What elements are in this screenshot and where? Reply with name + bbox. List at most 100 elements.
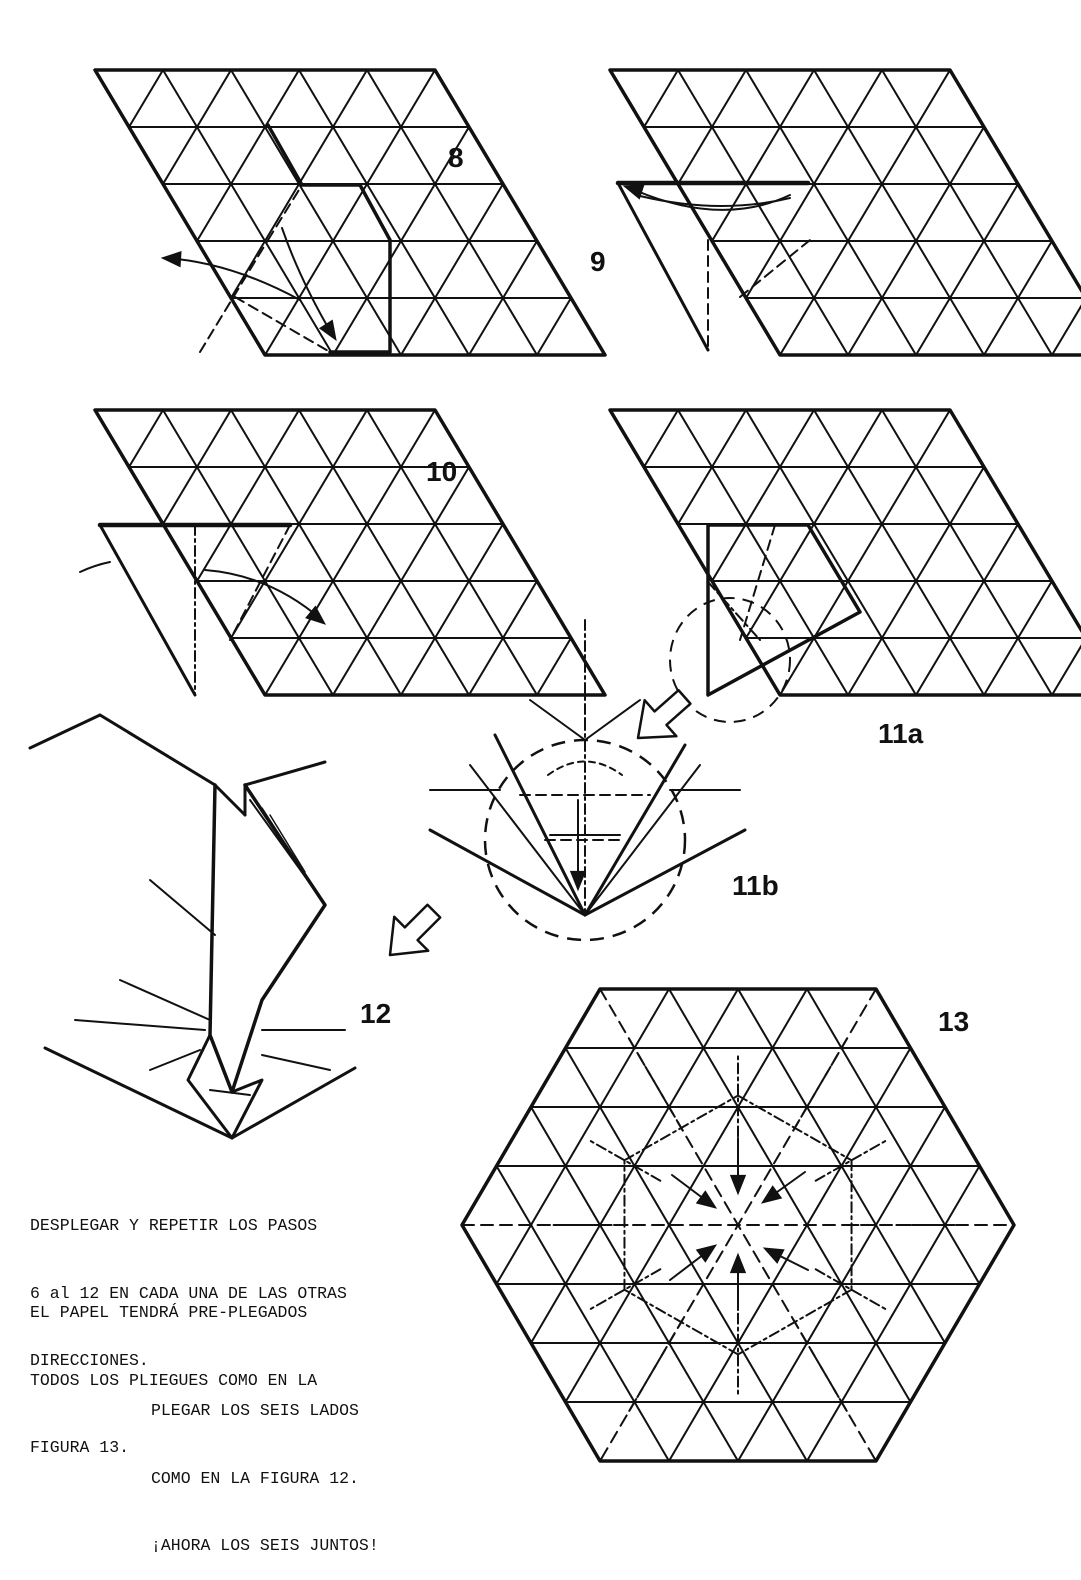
grid-line — [779, 409, 951, 696]
arrow-head — [729, 1252, 747, 1274]
grid-line — [264, 69, 436, 356]
grid-line — [745, 409, 883, 639]
grid-line — [711, 409, 815, 582]
valley-fold — [792, 1035, 850, 1132]
grid-line — [495, 988, 670, 1285]
arrow-head — [305, 605, 327, 625]
grid-line — [366, 69, 538, 356]
arrow-head — [762, 1247, 785, 1264]
grid-line — [745, 69, 917, 356]
grid-line — [196, 69, 300, 242]
grid-line — [536, 297, 572, 356]
grid-line — [264, 409, 436, 696]
grid-line — [468, 580, 538, 696]
crease-line — [149, 1049, 201, 1071]
valley-fold — [234, 296, 331, 353]
instruction-line: FIGURA 13. — [30, 1438, 130, 1457]
grid-line — [813, 409, 985, 696]
instruction-line: PLEGAR LOS SEIS LADOS — [151, 1401, 359, 1420]
paper-edge — [43, 1046, 234, 1140]
grid-line — [162, 69, 232, 185]
paper-edge — [583, 743, 687, 917]
diagram-step-8 — [93, 68, 607, 357]
grid-line — [230, 69, 368, 299]
grid-line — [564, 1047, 808, 1462]
folded-column — [208, 783, 327, 1094]
mountain-fold — [707, 581, 761, 641]
crease-line — [269, 814, 306, 873]
grid-line — [230, 69, 402, 356]
origami-diagram — [28, 68, 1081, 1463]
grid-line — [162, 409, 232, 525]
diagram-step-9 — [608, 68, 1081, 357]
step-label-11a: 11a — [878, 718, 924, 749]
grid-line — [668, 1047, 912, 1462]
instruction-line: COMO EN LA FIGURA 12. — [151, 1468, 359, 1488]
paper-edge — [493, 733, 587, 917]
mountain-fold — [623, 1288, 739, 1356]
grid-line — [668, 988, 912, 1403]
arrow-head — [622, 184, 645, 200]
instruction-repeat: DESPLEGAR Y REPETIR LOS PASOS 6 al 12 EN… — [30, 1170, 347, 1395]
grid-line — [400, 183, 504, 356]
grid-line — [779, 69, 951, 356]
paper-edge — [583, 828, 747, 917]
diagram-step-11a — [608, 408, 1081, 740]
grid-line — [915, 523, 1019, 696]
fold-arrow — [204, 569, 323, 621]
arrow-head — [160, 251, 182, 268]
crease-line — [261, 807, 313, 886]
folded-edge — [98, 523, 197, 697]
grid-line — [643, 409, 679, 468]
grid-line — [677, 69, 849, 356]
crease-line — [209, 1089, 251, 1096]
fold-arrow — [547, 760, 623, 776]
instruction-line: DIRECCIONES. — [30, 1351, 149, 1370]
diagram-step-10 — [79, 408, 607, 697]
fold-arrow — [79, 561, 111, 573]
instruction-precreased: EL PAPEL TENDRÁ PRE-PLEGADOS TODOS LOS P… — [30, 1257, 317, 1482]
paper-edge — [213, 783, 247, 817]
mountain-fold — [737, 1288, 853, 1356]
grid-line — [915, 183, 1019, 356]
arrow-head — [569, 870, 587, 892]
step-label-10: 10 — [426, 456, 458, 487]
valley-fold — [739, 524, 776, 641]
grid-line — [1051, 644, 1081, 696]
grid-line — [468, 240, 538, 356]
crease-line — [249, 799, 323, 901]
diagram-step-11b — [428, 619, 747, 942]
instruction-fold-six: PLEGAR LOS SEIS LADOS COMO EN LA FIGURA … — [151, 1355, 379, 1580]
instruction-line: TODOS LOS PLIEGUES COMO EN LA — [30, 1370, 318, 1390]
grid-line — [1051, 304, 1081, 356]
grid-line — [298, 409, 470, 696]
crease-line — [74, 1019, 206, 1031]
paper-edge — [28, 713, 102, 750]
crease-line — [149, 879, 216, 936]
folded-flap-edge — [266, 123, 392, 354]
grid-line — [983, 240, 1053, 356]
grid-line — [847, 126, 985, 356]
grid-line — [745, 69, 883, 299]
grid-line — [230, 409, 402, 696]
crease-line — [119, 979, 211, 1021]
grid-line — [298, 69, 470, 356]
zoom-arrow — [636, 688, 692, 740]
mountain-fold — [623, 1094, 739, 1162]
grid-line — [495, 1165, 670, 1462]
grid-line — [745, 409, 917, 696]
valley-fold — [739, 239, 811, 298]
grid-line — [162, 69, 334, 356]
grid-line — [711, 69, 815, 242]
instruction-line: ¡AHORA LOS SEIS JUNTOS! — [151, 1536, 379, 1555]
grid-line — [332, 466, 470, 696]
grid-line — [643, 69, 679, 128]
step-label-8: 8 — [448, 142, 464, 173]
crease-line — [529, 699, 586, 741]
grid-line — [847, 466, 985, 696]
grid-line — [806, 1165, 981, 1462]
grid-line — [536, 637, 572, 696]
valley-fold — [199, 239, 269, 353]
step-label-9: 9 — [590, 246, 606, 277]
paper-outline — [460, 987, 1016, 1463]
